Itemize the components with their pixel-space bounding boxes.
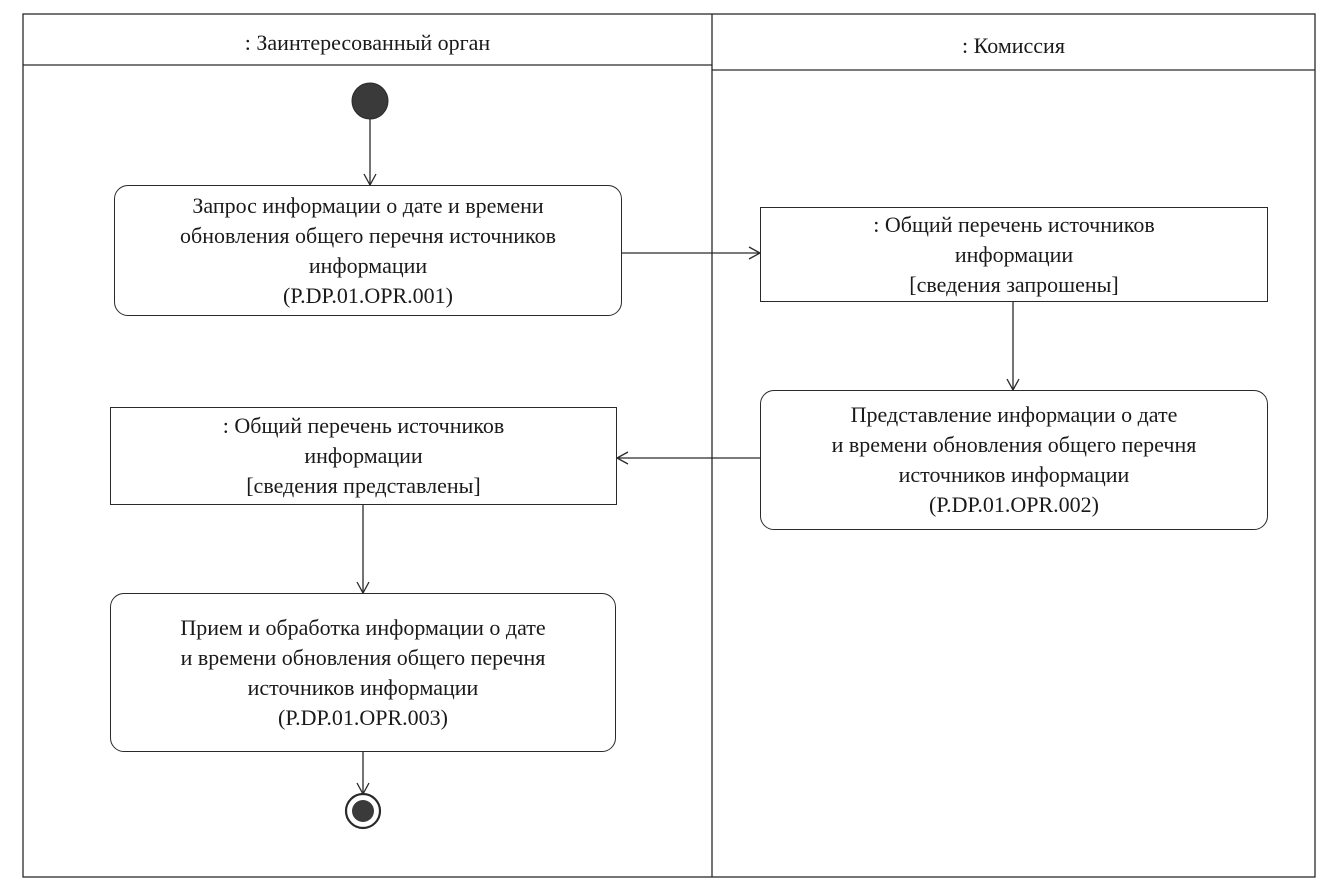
node-text-line: (P.DP.01.OPR.001): [283, 282, 453, 308]
action-request-info[interactable]: Запрос информации о дате и времени обнов…: [114, 185, 622, 316]
node-text-line: информации: [304, 443, 423, 468]
initial-node: [351, 82, 389, 120]
node-text-line: и времени обновления общего перечня: [180, 644, 546, 670]
node-text-line: информации: [308, 252, 428, 278]
node-text-line: (P.DP.01.OPR.003): [278, 704, 448, 730]
lane-title-commission: : Комиссия: [962, 33, 1065, 58]
node-text-line: Прием и обработка информации о дате: [180, 614, 546, 640]
lane-title-interested-body: : Заинтересованный орган: [244, 30, 491, 55]
node-text-line: источников информации: [247, 674, 479, 700]
node-text-line: [сведения представлены]: [246, 473, 481, 498]
node-text-line: и времени обновления общего перечня: [831, 432, 1197, 457]
node-text-line: обновления общего перечня источников: [180, 222, 556, 248]
node-text-line: [сведения запрошены]: [909, 271, 1119, 297]
final-node-inner: [352, 800, 374, 822]
node-text-line: источников информации: [898, 462, 1130, 487]
node-text-line: Представление информации о дате: [850, 402, 1178, 427]
node-text-line: : Общий перечень источников: [873, 211, 1155, 237]
node-text-line: информации: [954, 241, 1074, 267]
swimlane-frame: [22, 13, 1316, 878]
object-node-provided[interactable]: : Общий перечень источников информации […: [110, 407, 617, 505]
node-text-line: (P.DP.01.OPR.002): [929, 492, 1099, 517]
action-receive-info[interactable]: Прием и обработка информации о дате и вр…: [110, 593, 616, 752]
action-provide-info[interactable]: Представление информации о дате и времен…: [760, 390, 1268, 530]
node-text-line: Запрос информации о дате и времени: [192, 192, 544, 218]
object-node-requested[interactable]: : Общий перечень источников информации […: [760, 207, 1268, 302]
node-text-line: : Общий перечень источников: [222, 413, 505, 438]
